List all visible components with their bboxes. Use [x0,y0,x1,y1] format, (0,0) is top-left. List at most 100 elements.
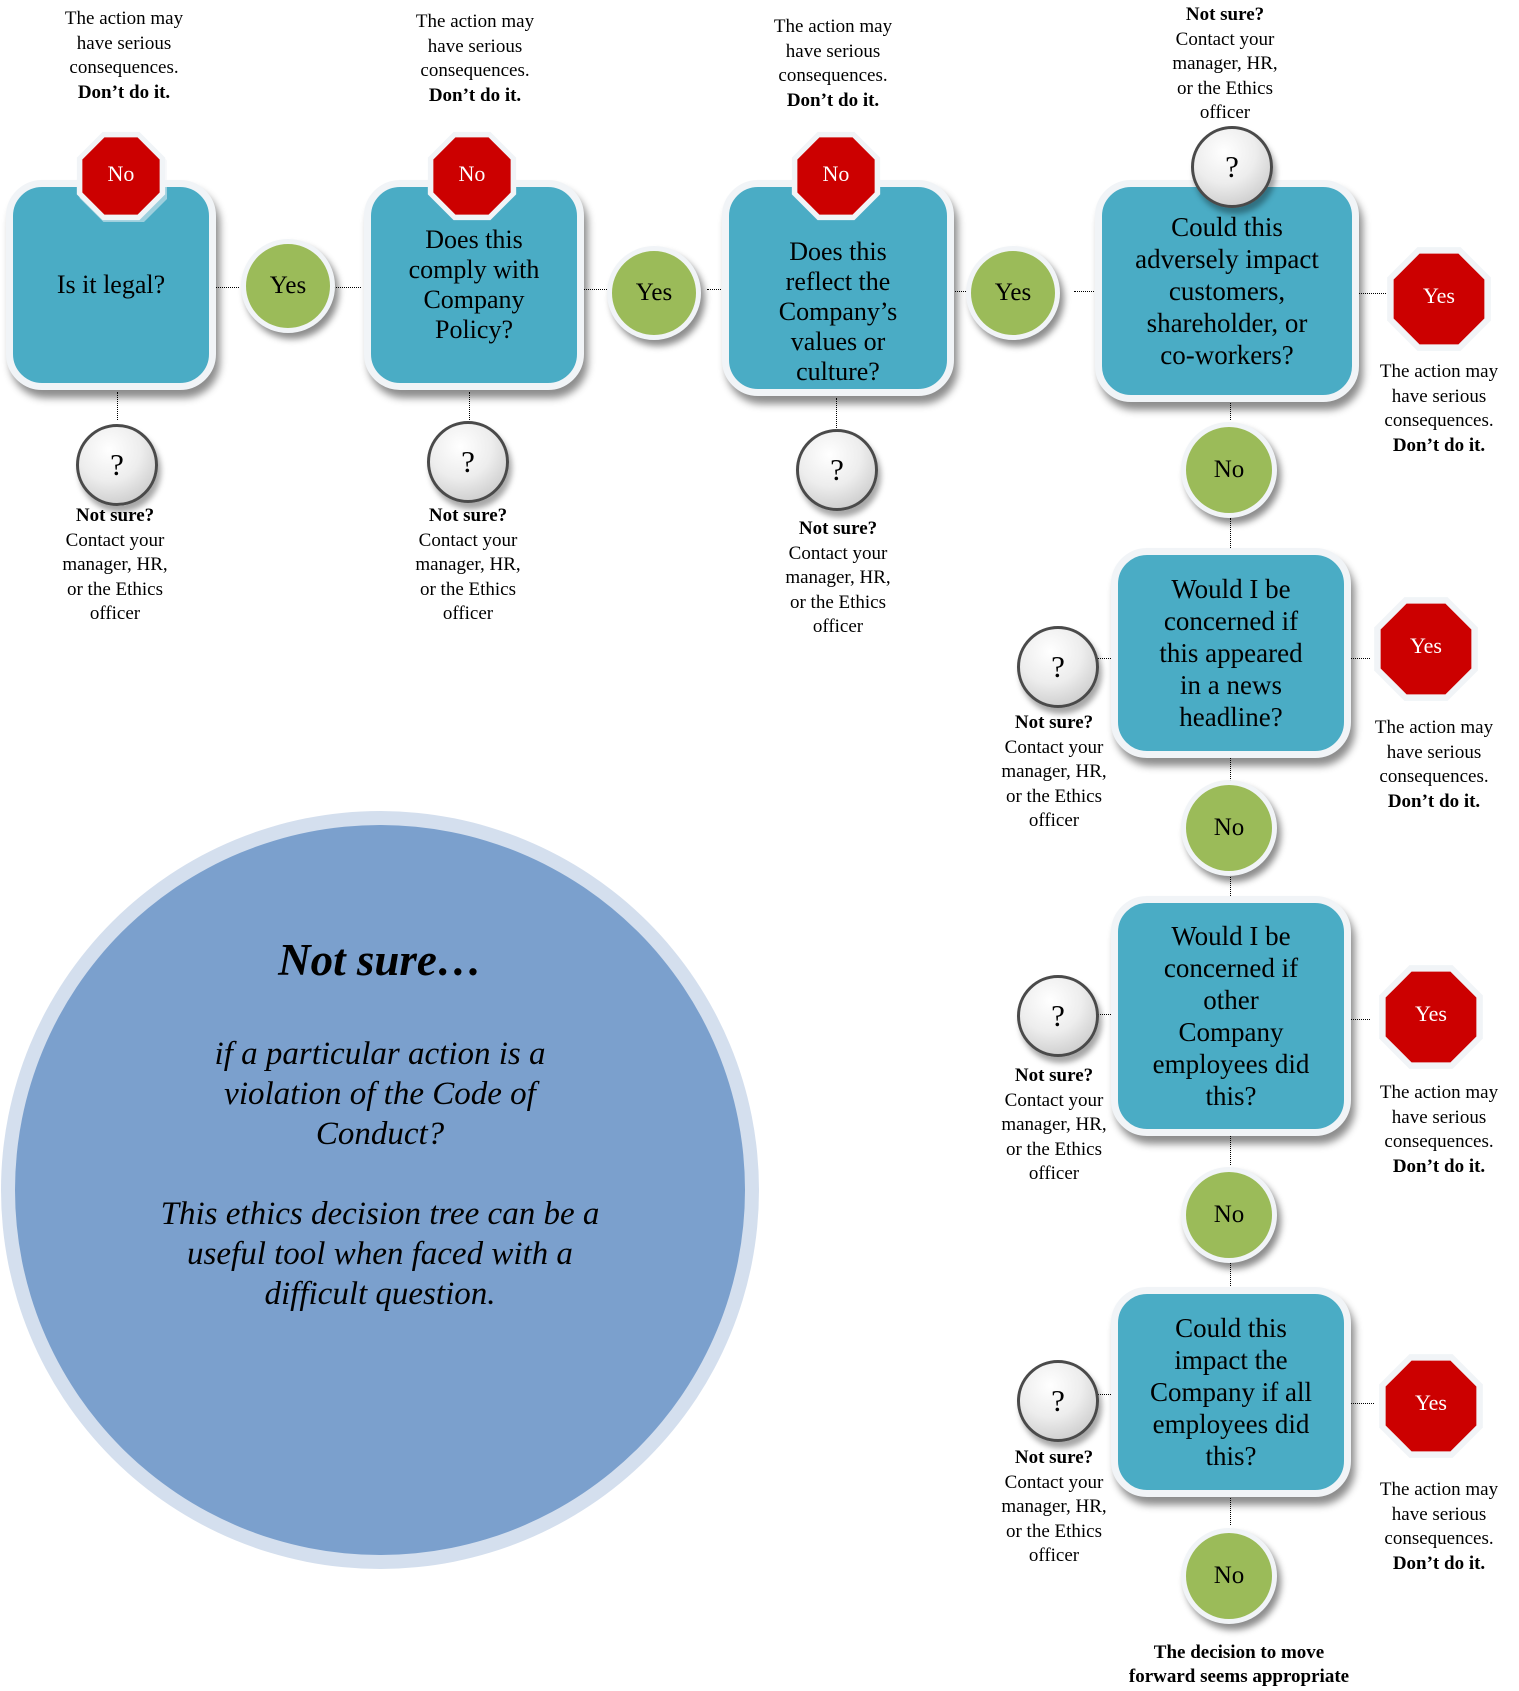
stop-label: No [822,161,850,186]
question-text: employees did [1152,1049,1310,1079]
connector [1230,1260,1231,1290]
question-text: Is it legal? [56,270,166,299]
question-text: headline? [1179,702,1283,732]
question-text: co-workers? [1160,340,1294,370]
question-box-headline: Would I be concerned if this appeared in… [1111,548,1351,758]
no-circle: No [1181,780,1277,876]
connector [1345,658,1370,659]
circle-body: if a particular action is a violation of… [160,1036,600,1312]
question-box-employees: Would I be concerned if other Company em… [1111,896,1351,1136]
question-box-values: Does this reflect the Company’s values o… [722,180,954,396]
connector [1230,518,1231,548]
connector [1230,755,1231,785]
question-text: shareholder, or [1146,308,1308,338]
connector [1095,1394,1113,1395]
yes-circle: Yes [607,246,701,340]
stop-label: Yes [1422,283,1455,308]
circle-title: Not sure… [278,935,482,985]
final-note: The decision to move forward seems appro… [1128,1642,1350,1687]
connector [707,289,731,290]
question-mark-icon: ? [1017,975,1099,1057]
question-text: this appeared [1159,638,1303,668]
stop-label: Yes [1409,633,1442,658]
stop-sign-icon: Yes [1377,963,1485,1071]
connector [1356,293,1386,294]
question-text: this? [1205,1081,1257,1111]
yes-circle: Yes [241,239,335,333]
stop-label: Yes [1414,1390,1447,1415]
question-text: employees did [1152,1409,1310,1439]
connector [1074,291,1096,292]
question-text: Policy? [435,315,513,344]
question-text: this? [1205,1441,1257,1471]
connector [952,291,972,292]
question-text: Would I be [1171,921,1291,951]
stop-label: No [107,161,135,186]
question-text: impact the [1174,1345,1288,1375]
no-circle: No [1181,1167,1277,1263]
stop-sign-icon: Yes [1377,1352,1485,1460]
question-text: Company if all [1150,1377,1312,1407]
question-text: values or [790,327,886,356]
question-text: Could this [1171,212,1283,242]
question-mark-icon: ? [1017,1360,1099,1442]
question-text: reflect the [785,267,891,296]
stop-sign-icon: No [790,130,882,222]
connector [1095,658,1113,659]
question-box-all-employees: Could this impact the Company if all emp… [1111,1287,1351,1497]
question-mark-icon: ? [796,429,878,511]
connector [1230,1495,1231,1525]
no-circle: No [1181,422,1277,518]
connector [1095,1014,1113,1015]
info-circle [15,825,745,1555]
connector [1350,1019,1370,1020]
stop-label: No [458,161,486,186]
no-circle: No [1181,1528,1277,1624]
question-text: other [1203,985,1259,1015]
question-text: Company’s [778,297,898,326]
question-text: Company [423,285,525,314]
connector [331,287,361,288]
stop-sign-icon: No [426,130,518,222]
connector [1350,1403,1374,1404]
connector [581,289,609,290]
question-text: culture? [796,357,880,386]
yes-circle: Yes [966,246,1060,340]
connector [1230,400,1231,420]
question-text: Company [1178,1017,1284,1047]
question-mark-icon: ? [1191,126,1273,208]
stop-sign-icon: Yes [1385,245,1493,353]
question-text: in a news [1180,670,1282,700]
question-text: Would I be [1171,574,1291,604]
connector [469,392,470,420]
question-text: concerned if [1163,606,1299,636]
question-mark-icon: ? [1017,626,1099,708]
stop-label: Yes [1414,1001,1447,1026]
connector [207,287,239,288]
question-text: Could this [1175,1313,1287,1343]
question-mark-icon: ? [427,421,509,503]
question-text: customers, [1168,276,1286,306]
question-text: adversely impact [1135,244,1319,274]
stop-sign-icon: Yes [1372,595,1480,703]
connector [1230,874,1231,904]
question-text: Does this [425,225,523,254]
question-box-impact: Could this adversely impact customers, s… [1095,180,1359,402]
question-text: Does this [789,237,887,266]
connector [1230,1135,1231,1165]
connector [117,392,118,420]
stop-sign-icon: No [75,130,168,224]
question-text: comply with [408,255,540,284]
question-mark-icon: ? [76,424,158,506]
